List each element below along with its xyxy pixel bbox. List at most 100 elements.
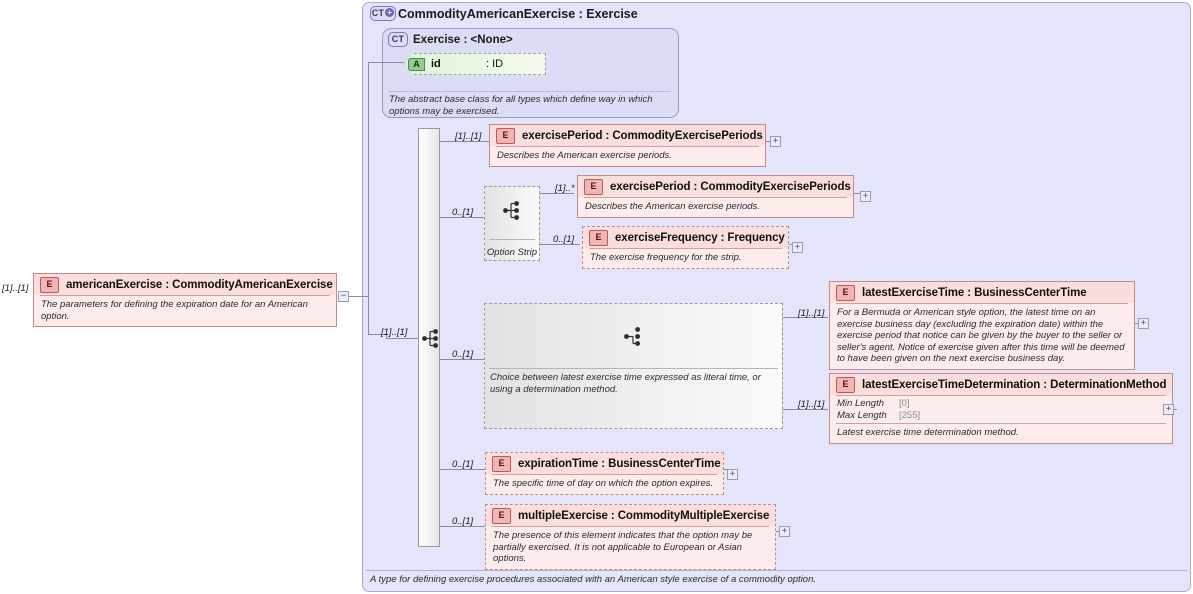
element-title: multipleExercise : CommodityMultipleExer… bbox=[518, 509, 770, 522]
element-badge: E bbox=[40, 276, 59, 293]
cardinality-multiple-exercise: 0..[1] bbox=[452, 516, 474, 527]
connector-line bbox=[1135, 323, 1139, 324]
element-header: E expirationTime : BusinessCenterTime bbox=[486, 453, 723, 474]
expand-button-latest-exercise-time-determination[interactable]: + bbox=[1163, 404, 1174, 415]
element-documentation: The exercise frequency for the strip. bbox=[583, 249, 788, 268]
element-separator bbox=[584, 197, 847, 198]
element-title: exercisePeriod : CommodityExercisePeriod… bbox=[522, 129, 763, 142]
complex-type-badge[interactable]: CT+ bbox=[370, 6, 396, 21]
model-group-separator bbox=[489, 368, 778, 369]
element-documentation: Describes the American exercise periods. bbox=[490, 147, 765, 166]
model-group-label: Option Strip bbox=[486, 247, 538, 258]
base-type-badge: CT bbox=[388, 32, 408, 47]
element-header: E exerciseFrequency : Frequency bbox=[583, 227, 788, 248]
element-node-latest-exercise-time-determination[interactable]: E latestExerciseTimeDetermination : Dete… bbox=[829, 373, 1173, 444]
element-node-latest-exercise-time[interactable]: E latestExerciseTime : BusinessCenterTim… bbox=[829, 281, 1135, 370]
element-facets: Min Length [0] Max Length [255] bbox=[830, 396, 1172, 423]
element-node-american-exercise[interactable]: E americanExercise : CommodityAmericanEx… bbox=[33, 273, 337, 327]
expand-plus-icon[interactable]: + bbox=[385, 8, 395, 17]
main-sequence-bar[interactable] bbox=[418, 128, 440, 547]
model-group-latest-exercise-choice[interactable]: Choice between latest exercise time expr… bbox=[484, 303, 783, 429]
connector-line bbox=[440, 469, 485, 470]
element-badge: E bbox=[496, 127, 515, 144]
element-badge: E bbox=[836, 376, 855, 393]
sequence-icon bbox=[503, 201, 519, 220]
element-node-exercise-frequency[interactable]: E exerciseFrequency : Frequency The exer… bbox=[582, 226, 789, 269]
element-header: E multipleExercise : CommodityMultipleEx… bbox=[486, 505, 775, 526]
main-sequence-cardinality: [1]..[1] bbox=[381, 327, 408, 338]
complex-type-documentation: A type for defining exercise procedures … bbox=[370, 574, 817, 585]
facet-name: Max Length bbox=[837, 409, 887, 421]
element-badge: E bbox=[492, 507, 511, 524]
element-separator bbox=[496, 146, 759, 147]
cardinality-exercise-period-2: [1]..* bbox=[555, 183, 575, 194]
root-element-cardinality: [1]..[1] bbox=[2, 283, 29, 294]
model-group-option-strip[interactable]: Option Strip bbox=[484, 186, 540, 261]
element-badge: E bbox=[589, 229, 608, 246]
element-node-exercise-period-2[interactable]: E exercisePeriod : CommodityExercisePeri… bbox=[577, 175, 854, 218]
element-title: latestExerciseTimeDetermination : Determ… bbox=[862, 378, 1167, 391]
cardinality-expiration-time: 0..[1] bbox=[452, 459, 474, 470]
complex-type-badge-label: CT bbox=[371, 8, 385, 18]
element-documentation: The presence of this element indicates t… bbox=[486, 527, 775, 569]
facet-name: Min Length bbox=[837, 398, 885, 409]
base-type-documentation: The abstract base class for all types wh… bbox=[389, 94, 653, 117]
attribute-name: id bbox=[431, 58, 441, 70]
element-header: E americanExercise : CommodityAmericanEx… bbox=[34, 274, 336, 295]
collapse-button-american-exercise[interactable]: − bbox=[338, 291, 349, 302]
facet-value: [0] bbox=[899, 398, 910, 409]
element-title: exerciseFrequency : Frequency bbox=[615, 231, 785, 244]
connector-line bbox=[440, 526, 485, 527]
expand-button-exercise-frequency[interactable]: + bbox=[792, 242, 803, 253]
element-separator bbox=[836, 303, 1128, 304]
expand-button-multiple-exercise[interactable]: + bbox=[779, 526, 790, 537]
connector-line bbox=[776, 531, 780, 532]
connector-line bbox=[1173, 409, 1177, 410]
connector-line bbox=[540, 244, 580, 245]
element-badge: E bbox=[836, 284, 855, 301]
element-separator bbox=[492, 474, 717, 475]
element-title: latestExerciseTime : BusinessCenterTime bbox=[862, 286, 1087, 299]
element-node-expiration-time[interactable]: E expirationTime : BusinessCenterTime Th… bbox=[485, 452, 724, 495]
connector-line bbox=[368, 334, 386, 335]
cardinality-latest-exercise-time: [1]..[1] bbox=[798, 308, 825, 319]
element-title: americanExercise : CommodityAmericanExer… bbox=[66, 278, 333, 291]
element-title: expirationTime : BusinessCenterTime bbox=[518, 457, 721, 470]
sequence-icon bbox=[422, 329, 438, 348]
element-documentation: The parameters for defining the expirati… bbox=[34, 296, 336, 326]
attribute-badge: A bbox=[408, 58, 425, 71]
connector-line bbox=[386, 334, 387, 339]
element-documentation: The specific time of day on which the op… bbox=[486, 475, 723, 494]
connector-line bbox=[789, 244, 793, 245]
expand-button-exercise-period-2[interactable]: + bbox=[860, 191, 871, 202]
attribute-node-id[interactable] bbox=[404, 53, 546, 75]
cardinality-exercise-frequency: 0..[1] bbox=[553, 234, 575, 245]
connector-line bbox=[349, 296, 368, 297]
connector-line bbox=[386, 338, 418, 339]
connector-line bbox=[440, 359, 484, 360]
connector-line bbox=[724, 469, 728, 470]
expand-button-exercise-period-1[interactable]: + bbox=[770, 136, 781, 147]
footer-separator bbox=[366, 570, 1187, 571]
choice-icon bbox=[624, 327, 640, 346]
element-separator bbox=[836, 395, 1166, 396]
element-node-multiple-exercise[interactable]: E multipleExercise : CommodityMultipleEx… bbox=[485, 504, 776, 570]
element-separator bbox=[492, 526, 769, 527]
element-separator bbox=[589, 248, 782, 249]
cardinality-exercise-period-1: [1]..[1] bbox=[455, 131, 482, 142]
element-title: exercisePeriod : CommodityExercisePeriod… bbox=[610, 180, 851, 193]
connector-line bbox=[368, 62, 404, 63]
connector-line bbox=[440, 141, 489, 142]
attribute-type: : ID bbox=[486, 58, 504, 70]
element-header: E latestExerciseTime : BusinessCenterTim… bbox=[830, 282, 1134, 303]
connector-line bbox=[783, 317, 828, 318]
complex-type-title: CommodityAmericanExercise : Exercise bbox=[398, 7, 638, 21]
element-node-exercise-period-1[interactable]: E exercisePeriod : CommodityExercisePeri… bbox=[489, 124, 766, 167]
expand-button-expiration-time[interactable]: + bbox=[727, 469, 738, 480]
element-documentation: Describes the American exercise periods. bbox=[578, 198, 853, 217]
connector-line bbox=[368, 62, 369, 334]
facet-row: Min Length [0] bbox=[837, 398, 1165, 410]
element-header: E exercisePeriod : CommodityExercisePeri… bbox=[490, 125, 765, 146]
expand-button-latest-exercise-time[interactable]: + bbox=[1138, 318, 1149, 329]
facet-value: [255] bbox=[899, 409, 921, 421]
